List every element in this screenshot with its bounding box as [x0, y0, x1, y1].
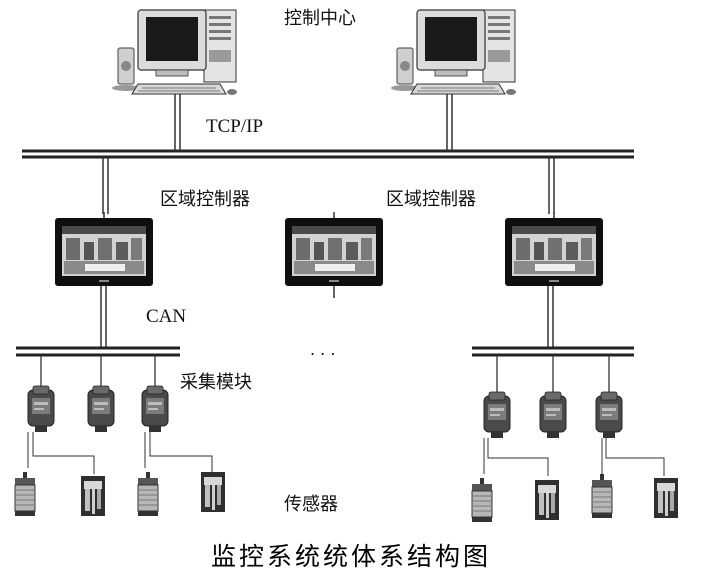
computer-icon — [111, 9, 238, 96]
acquisition-module-icon — [87, 385, 115, 433]
acquisition-module-label: 采集模块 — [180, 372, 252, 393]
panel-stubs — [103, 212, 555, 298]
can-bus-right — [472, 346, 634, 357]
touch-panel-icon — [285, 218, 383, 286]
figure-caption: 监控系统统体系结构图 — [210, 542, 491, 571]
zone-controller-links — [102, 157, 555, 214]
zone-controller-label-right: 区域控制器 — [386, 189, 476, 210]
computer-links — [174, 92, 453, 151]
can-links — [100, 286, 554, 348]
sensor-label: 传感器 — [284, 494, 338, 515]
drum-sensor-icon — [591, 473, 613, 519]
probe-sensor-icon — [535, 480, 559, 520]
zone-controller-label-left: 区域控制器 — [160, 189, 250, 210]
module-links — [40, 355, 610, 392]
can-bus-left — [16, 346, 180, 357]
drum-sensor-icon — [471, 477, 493, 523]
computer-icon — [390, 9, 517, 96]
tcp-ip-bus — [22, 149, 634, 159]
acquisition-module-icon — [483, 391, 511, 439]
control-center-label: 控制中心 — [284, 8, 356, 29]
probe-sensor-icon — [654, 478, 678, 518]
drum-sensor-icon — [14, 471, 36, 517]
acquisition-module-icon — [539, 391, 567, 439]
tcp-ip-label: TCP/IP — [206, 116, 264, 137]
can-label: CAN — [146, 306, 187, 327]
sensor-wiring — [27, 432, 665, 476]
acquisition-module-icon — [27, 385, 55, 433]
touch-panel-icon — [55, 218, 153, 286]
probe-sensor-icon — [201, 472, 225, 512]
ellipsis-label: . . . — [310, 340, 336, 359]
acquisition-module-icon — [595, 391, 623, 439]
touch-panel-icon — [505, 218, 603, 286]
drum-sensor-icon — [137, 471, 159, 517]
acquisition-module-icon — [141, 385, 169, 433]
probe-sensor-icon — [81, 476, 105, 516]
